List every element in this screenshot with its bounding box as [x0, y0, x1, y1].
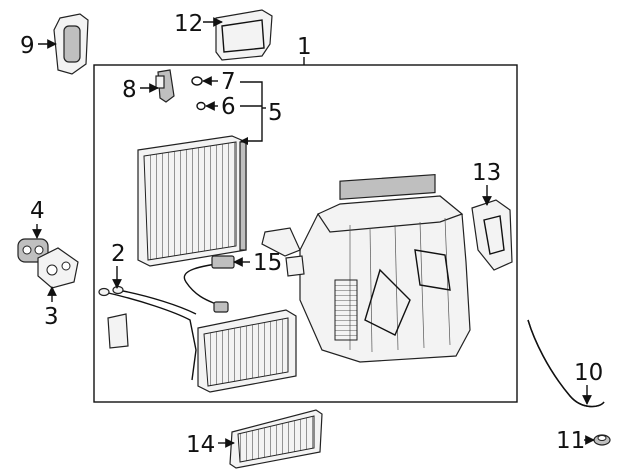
callout-6: 6: [221, 94, 236, 120]
control-part-9: [53, 13, 89, 75]
callout-5: 5: [268, 100, 283, 126]
callout-14: 14: [186, 432, 215, 458]
block-plate-part-3: [37, 247, 79, 289]
hvac-unit-housing: [261, 173, 471, 363]
evaporator-core: [137, 135, 247, 267]
air-filter-part-14: [229, 409, 323, 469]
callout-1: 1: [297, 34, 312, 60]
callout-3: 3: [44, 304, 59, 330]
callout-12: 12: [174, 11, 203, 37]
wire-harness-part-15: [183, 255, 235, 313]
grommet-part-11: [593, 434, 611, 446]
heater-core: [197, 309, 297, 393]
sensor-part-8: [155, 69, 175, 103]
pipe-assembly-part-2: [98, 285, 197, 381]
drain-hose-part-10: [527, 319, 605, 408]
callout-11: 11: [556, 428, 585, 454]
actuator-part-13: [471, 199, 513, 271]
callout-15: 15: [253, 250, 282, 276]
o-ring-part-7: [191, 76, 203, 86]
callout-7: 7: [221, 69, 236, 95]
callout-13: 13: [472, 160, 501, 186]
assembly-frame: [93, 64, 518, 403]
callout-8: 8: [122, 77, 137, 103]
o-ring-part-6: [196, 101, 206, 111]
callout-2: 2: [111, 241, 126, 267]
callout-10: 10: [574, 360, 603, 386]
callout-9: 9: [20, 33, 35, 59]
control-module-part-12: [215, 9, 273, 61]
leader-5-bracket: [240, 81, 263, 142]
callout-4: 4: [30, 198, 45, 224]
